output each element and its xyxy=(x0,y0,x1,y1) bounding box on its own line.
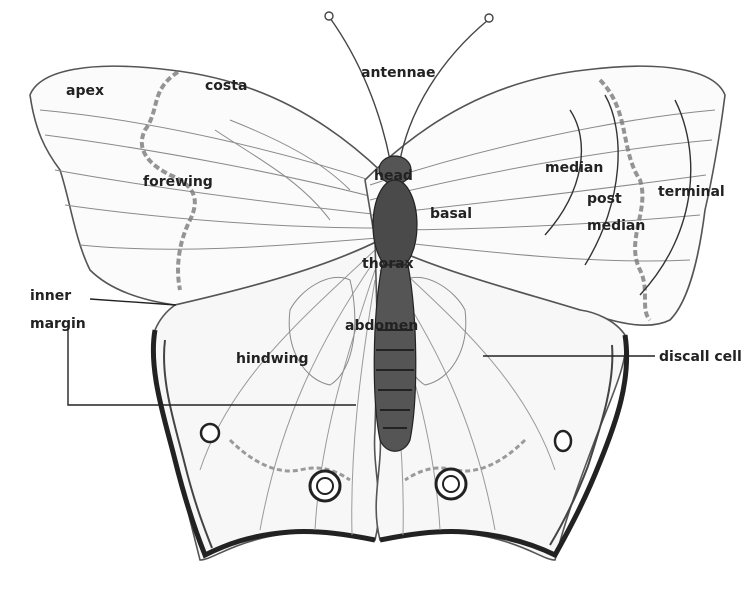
label-thorax: thorax xyxy=(362,256,414,272)
label-post-median: median xyxy=(587,218,645,234)
label-inner-margin-line2: margin xyxy=(30,316,86,332)
label-post: post xyxy=(587,191,622,207)
label-hindwing: hindwing xyxy=(236,351,308,367)
abdomen-shape xyxy=(374,265,416,451)
label-median: median xyxy=(545,160,603,176)
label-forewing: forewing xyxy=(143,174,213,190)
label-antennae: antennae xyxy=(361,65,435,81)
label-head: head xyxy=(374,168,413,184)
label-discal-cell: discall cell xyxy=(659,349,742,365)
label-terminal: terminal xyxy=(658,184,725,200)
label-abdomen: abdomen xyxy=(345,318,418,334)
label-inner-margin-line1: inner xyxy=(30,288,71,304)
label-basal: basal xyxy=(430,206,472,222)
label-costa: costa xyxy=(205,78,247,94)
label-apex: apex xyxy=(66,83,104,99)
